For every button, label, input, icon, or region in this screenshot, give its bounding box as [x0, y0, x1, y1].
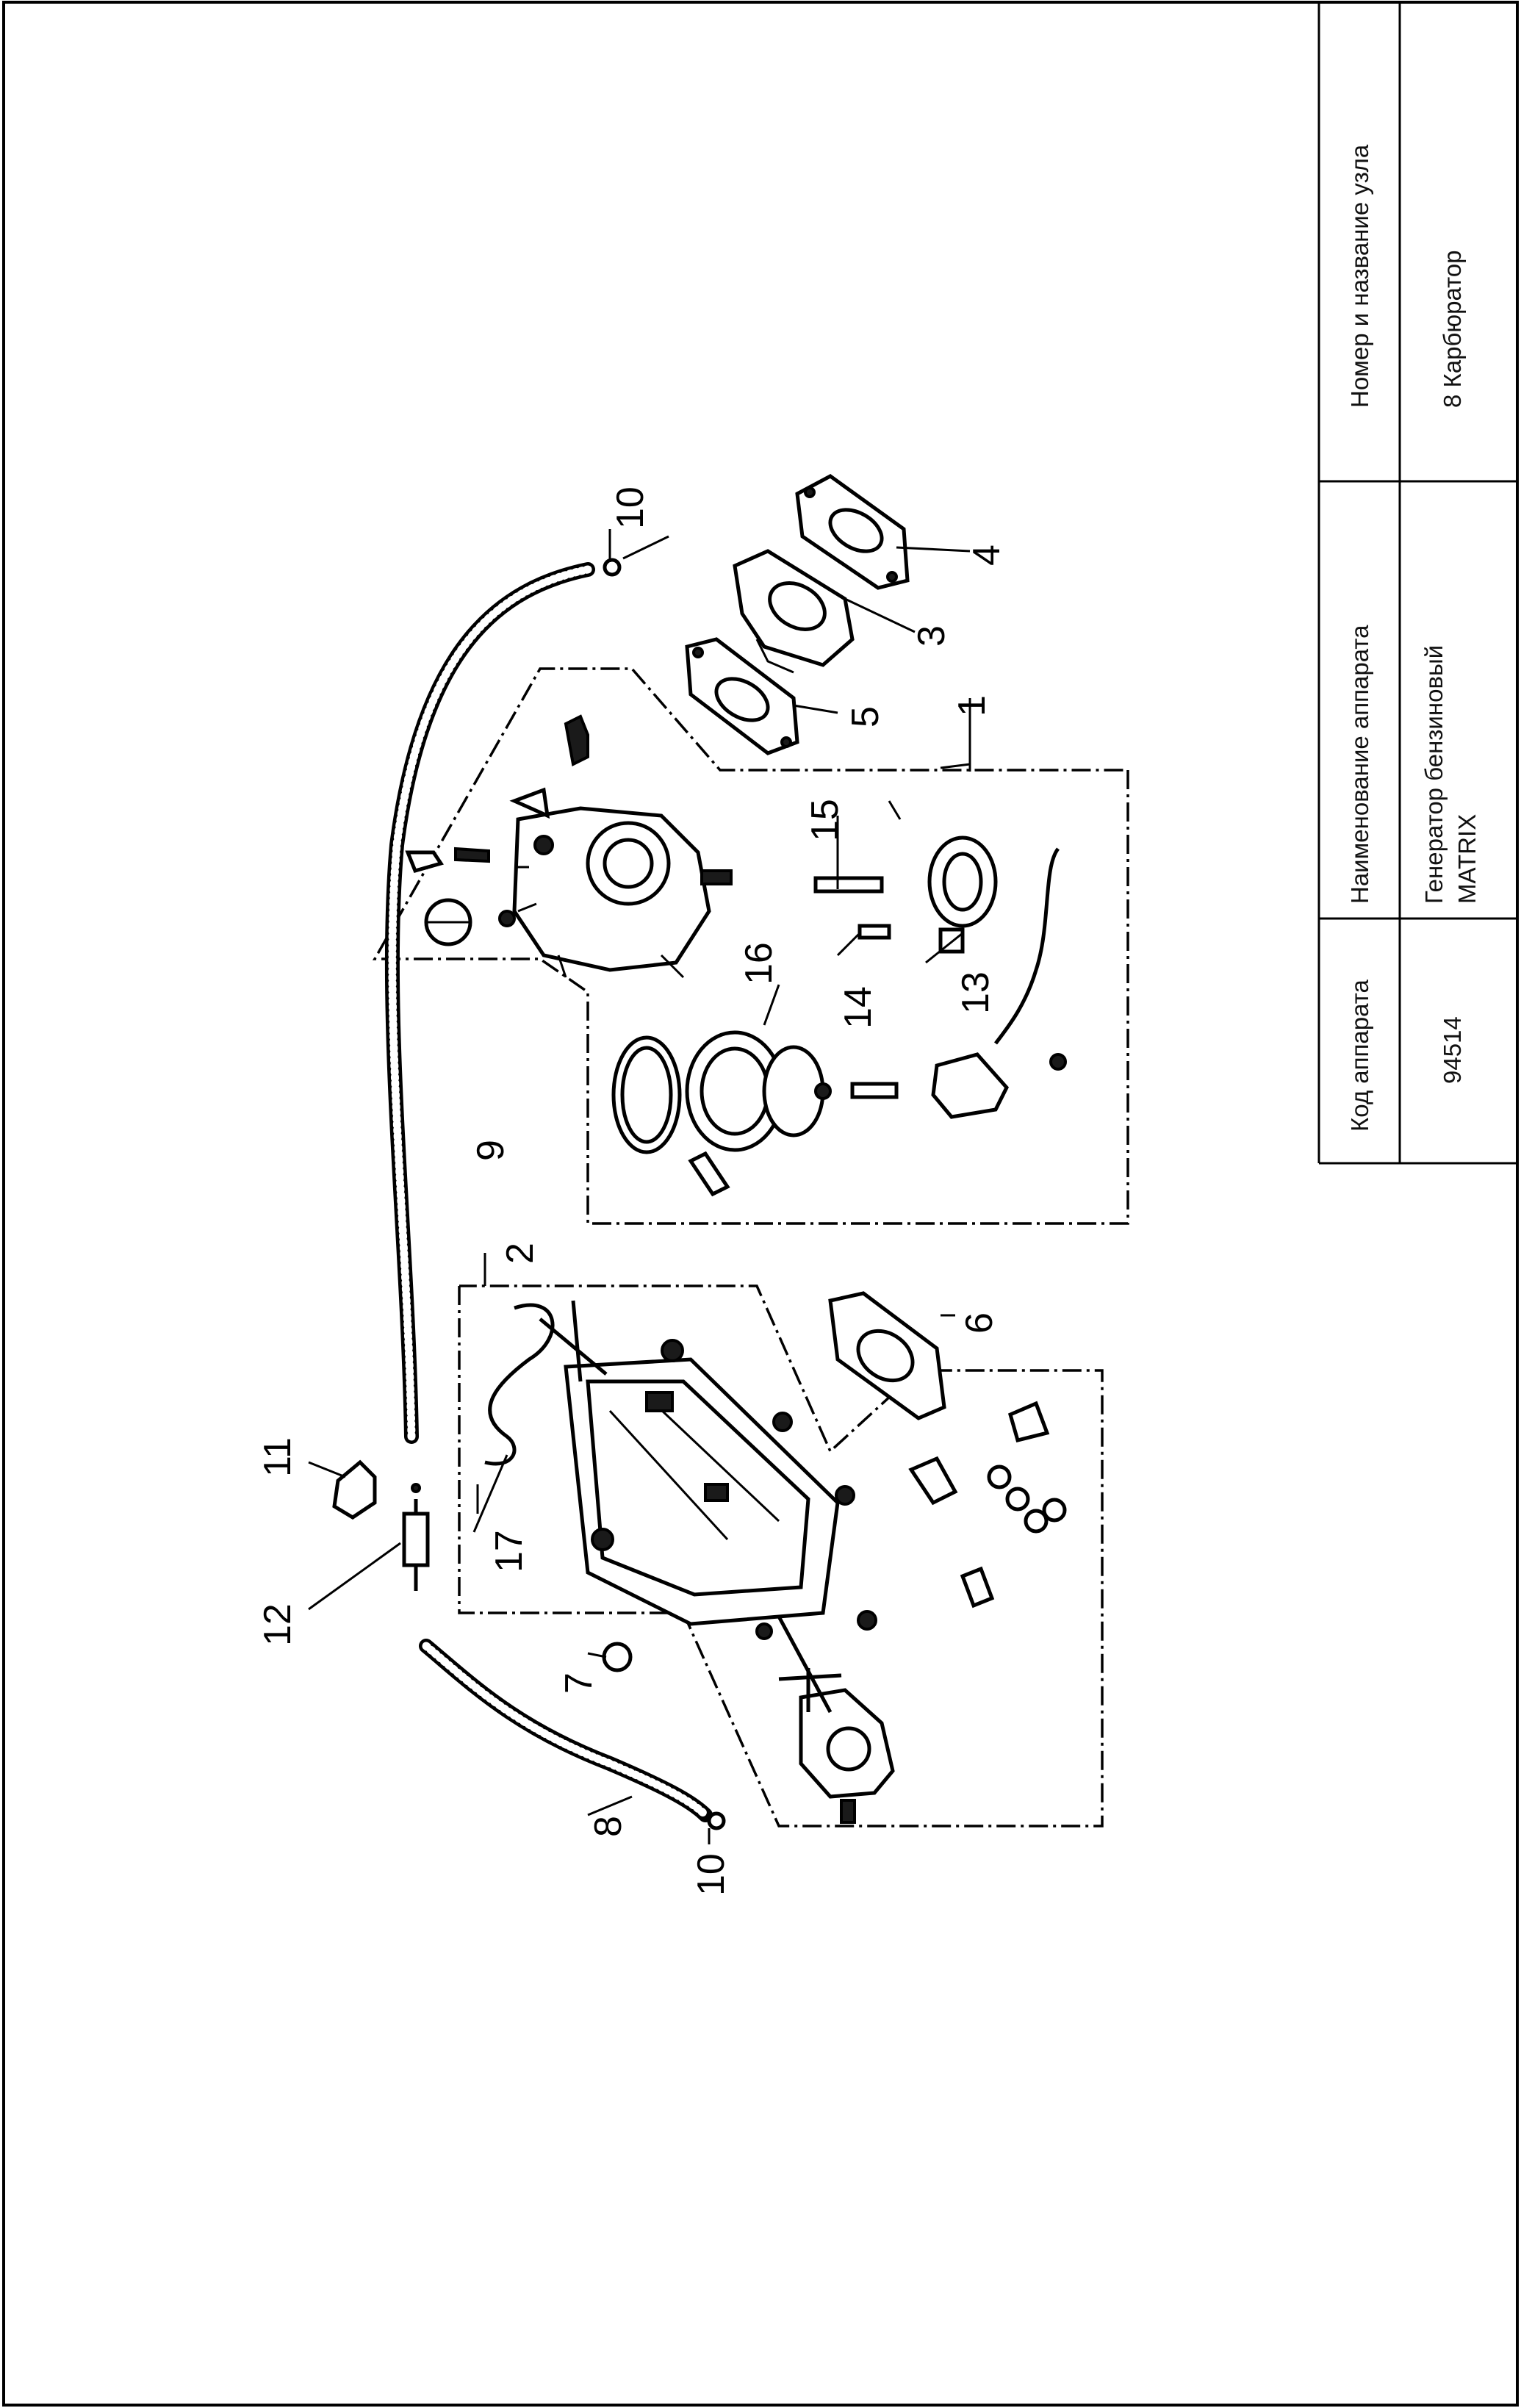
gasket-4 [795, 474, 910, 590]
float-pin [888, 800, 902, 820]
hose-clip-10-top [603, 558, 622, 577]
float-bowl-16 [685, 1030, 899, 1152]
filter-12 [402, 1483, 430, 1591]
solenoid-wire [994, 847, 1060, 1045]
fuel-hose-9 [384, 562, 595, 1444]
insulator-3 [733, 549, 855, 674]
device-value-line2: MATRIX [1453, 814, 1481, 904]
callout-2: 2 [499, 1243, 542, 1264]
lever [908, 1456, 958, 1506]
callout-14: 14 [837, 986, 880, 1029]
group-1-outline [372, 667, 1129, 1225]
callout-15: 15 [804, 799, 846, 841]
callout-12: 12 [256, 1603, 299, 1646]
jet-14 [857, 924, 891, 940]
callout-10-bottom: 10 [690, 1853, 733, 1896]
callout-3: 3 [910, 625, 953, 647]
gasket-5 [685, 637, 799, 755]
air-cleaner-base [564, 1357, 840, 1626]
callout-11: 11 [256, 1437, 299, 1477]
callout-4: 4 [966, 545, 1008, 566]
solenoid [931, 1052, 1009, 1119]
callout-17: 17 [488, 1530, 531, 1573]
callout-16: 16 [738, 942, 780, 985]
title-block: Номер и название узла 8 Карбюратор Наиме… [1317, 4, 1517, 1165]
code-header: Код аппарата [1346, 980, 1373, 1132]
fuel-valve-rod [777, 1615, 833, 1714]
group-2-outline [458, 1284, 1104, 1827]
unit-header: Номер и название узла [1346, 144, 1373, 408]
callout-10-top: 10 [609, 486, 652, 529]
callout-9: 9 [470, 1140, 512, 1161]
spring-17 [484, 1303, 555, 1466]
gasket-6 [828, 1291, 946, 1420]
cap-7 [602, 1642, 633, 1672]
device-value-line1: Генератор бензиновый [1420, 645, 1448, 904]
code-value: 94514 [1439, 1016, 1466, 1084]
device-header: Наименование аппарата [1346, 625, 1373, 904]
jet-15 [813, 876, 884, 894]
drain-screw [688, 1151, 730, 1197]
callout-1: 1 [951, 695, 993, 716]
carburetor-body [405, 714, 733, 979]
callout-13: 13 [954, 971, 997, 1014]
unit-value: 8 Карбюратор [1439, 250, 1466, 408]
callout-7: 7 [558, 1672, 600, 1694]
callout-6: 6 [958, 1312, 1001, 1334]
callout-8: 8 [587, 1816, 630, 1837]
leader-lines [308, 529, 971, 1844]
hose-clip-10-bottom [707, 1811, 726, 1830]
clip-11 [332, 1459, 377, 1520]
callout-5: 5 [844, 706, 887, 727]
fuel-valve [778, 1668, 895, 1824]
float-bowl-gasket [611, 1035, 682, 1154]
choke-rod [539, 1300, 608, 1382]
